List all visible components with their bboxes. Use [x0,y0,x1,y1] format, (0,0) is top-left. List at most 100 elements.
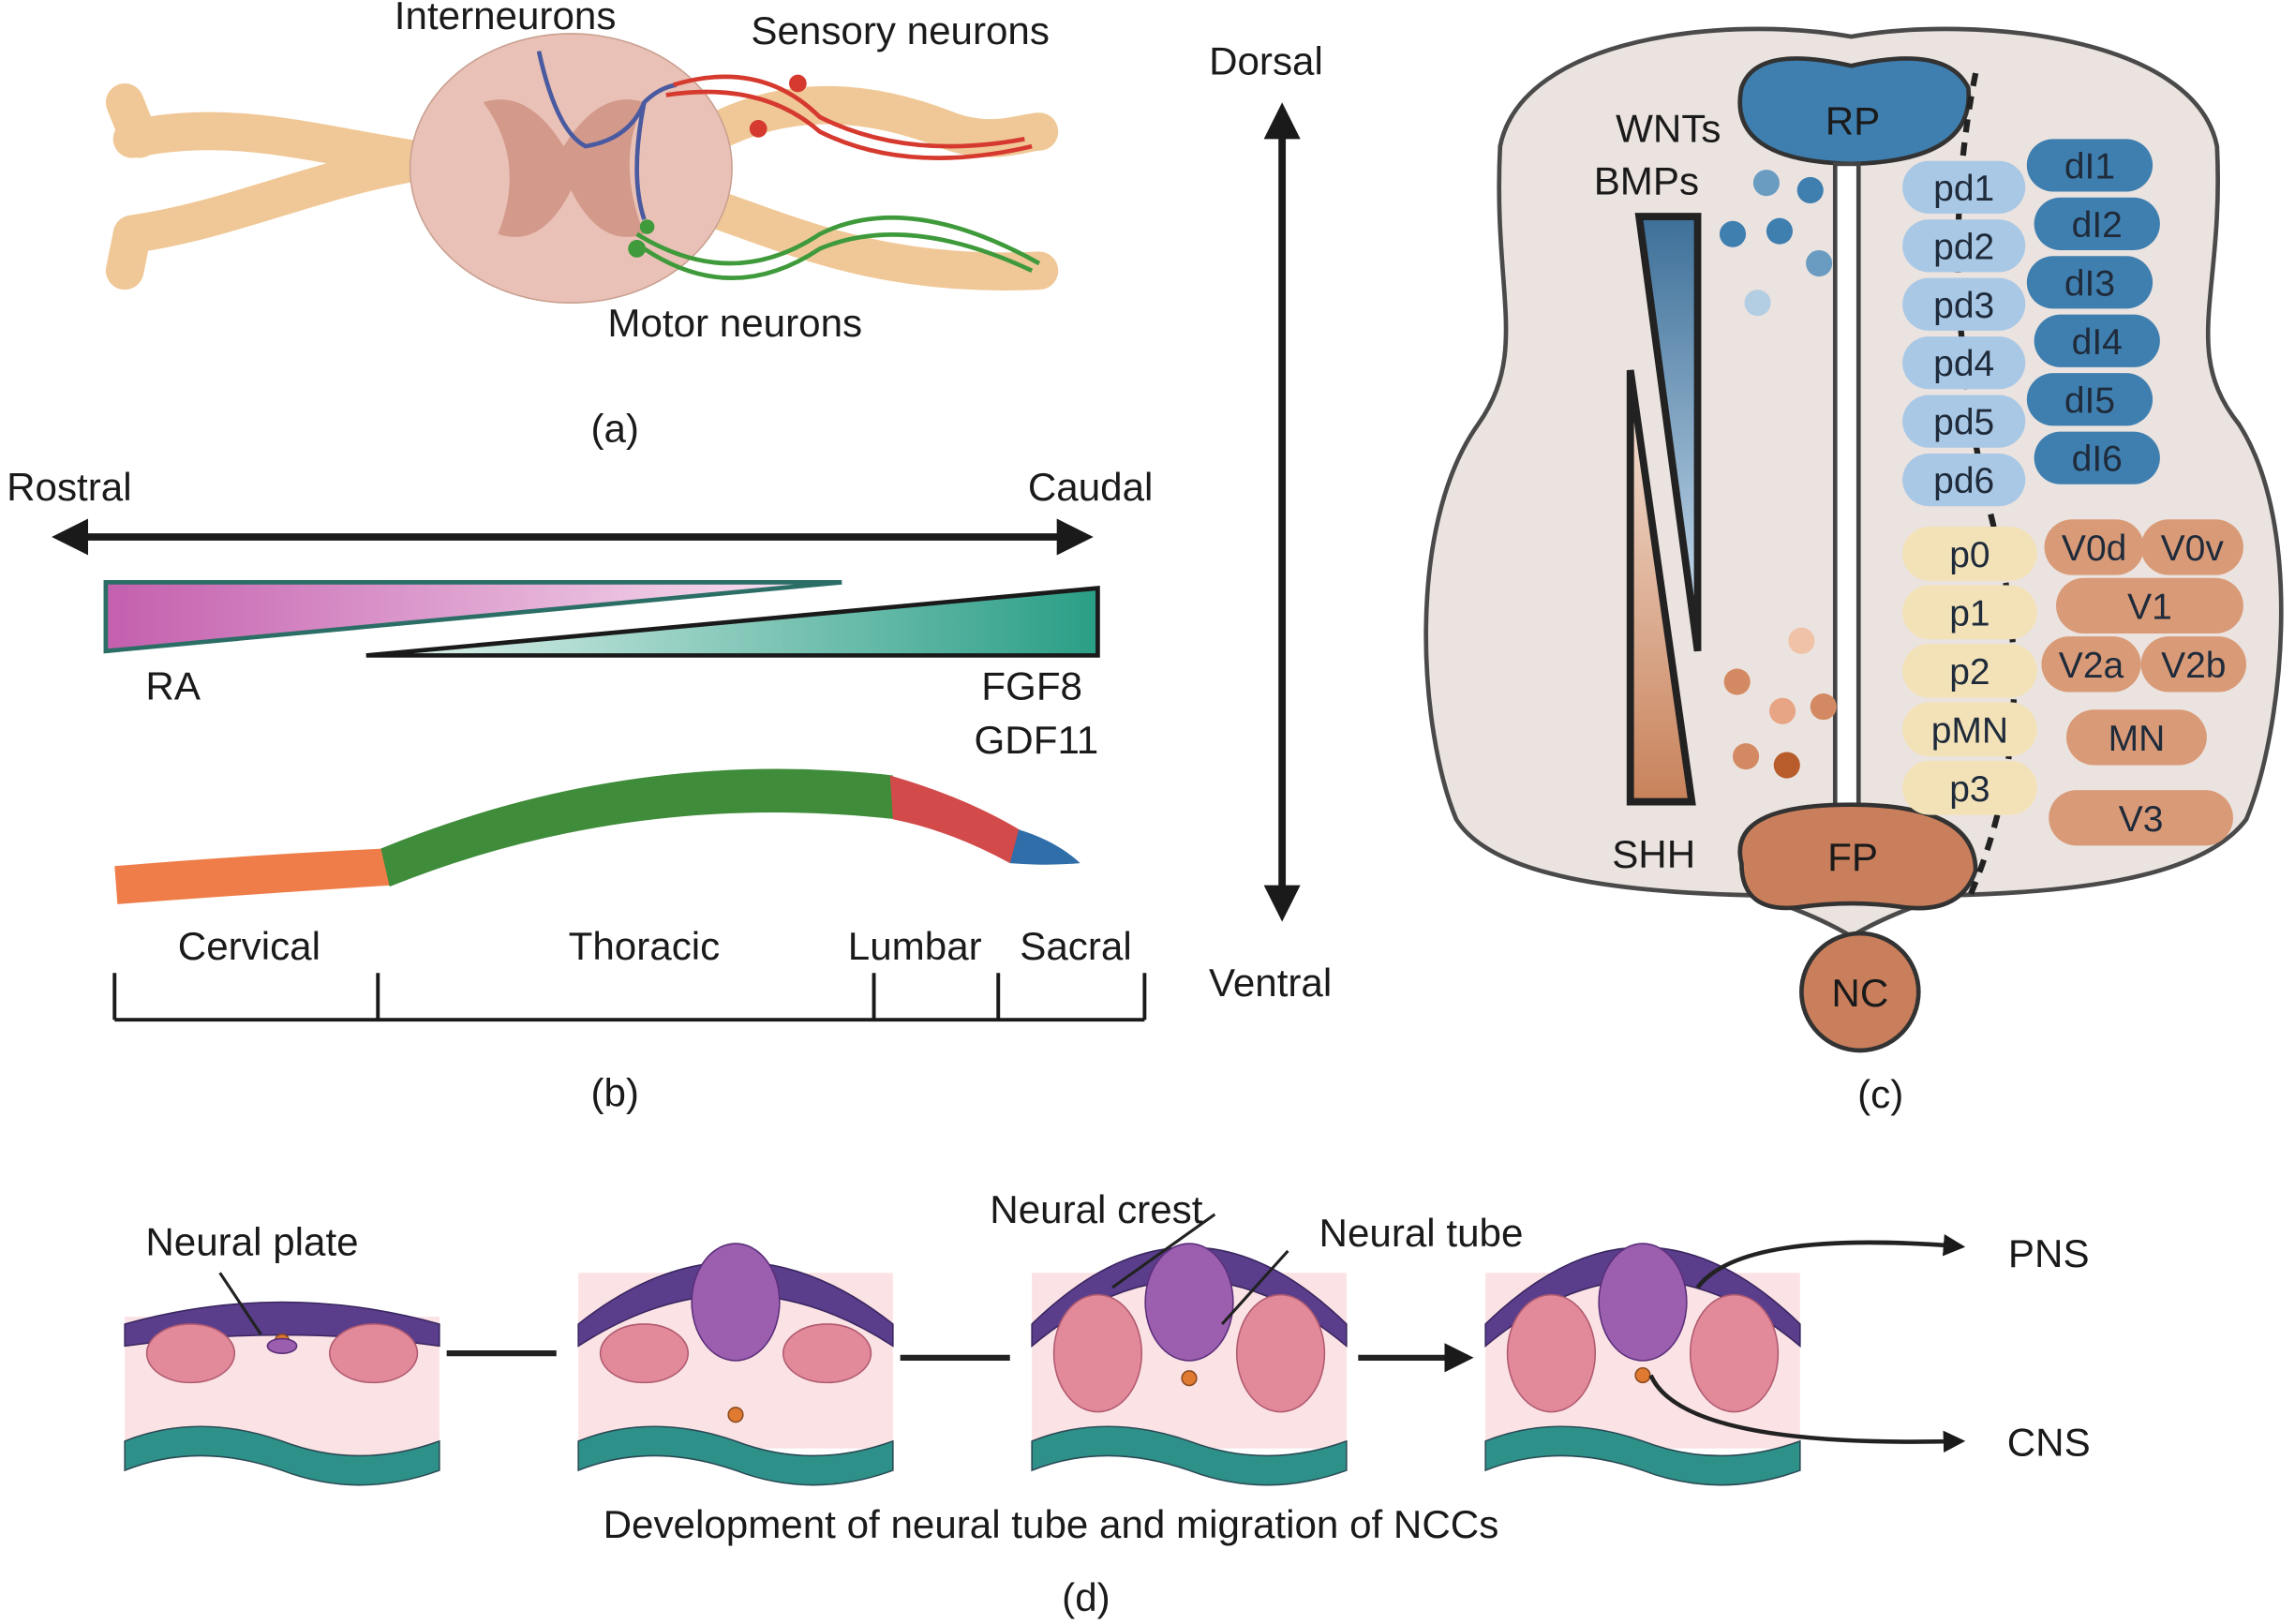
label-sensory-neurons: Sensory neurons [751,8,1050,52]
progenitor-pd4-box [1902,336,2026,390]
notochord-stage-4 [1634,1366,1651,1384]
ectoderm-stage-2 [577,1260,894,1348]
panel-d: Neural plate Neural crest Neural tube PN… [124,1187,2091,1619]
sacral-segment [1009,829,1080,865]
endoderm-stage-2 [577,1425,894,1486]
progenitor-p1-label: p1 [1949,593,1989,633]
label-nc: NC [1831,971,1888,1015]
progenitor-p2-box [1902,643,2037,698]
pns-arrow [1695,1234,1966,1289]
sensory-neuron-path [665,74,1033,160]
neuron-V0v-label: V0v [2161,529,2225,569]
progenitor-pd5-label: pd5 [1933,403,1994,443]
grey-matter [483,99,645,237]
neuron-V2a-box [2041,636,2141,693]
shh-gradient [1626,369,1696,806]
notochord-stage-2 [727,1407,744,1423]
panel-a: Interneurons Sensory neurons Motor neuro… [105,0,1059,451]
somite-right-stage-2 [782,1323,872,1384]
progenitor-pd2-label: pd2 [1933,227,1994,267]
progenitor-pd5-box [1902,395,2026,448]
interneuron-path [536,51,678,220]
neuron-dI6-label: dI6 [2072,440,2123,480]
label-rostral: Rostral [7,465,131,509]
neuron-dI4-box [2034,314,2160,367]
neuron-V1-label: V1 [2127,587,2172,627]
endoderm-stage-3 [1031,1425,1348,1486]
progenitor-pd6-box [1902,453,2026,507]
signal-dots [1719,170,1837,779]
cervical-segment [114,848,393,904]
label-neural-plate: Neural plate [145,1220,358,1264]
neuron-dI1-label: dI1 [2064,146,2115,186]
label-ra: RA [145,663,201,708]
label-lumbar: Lumbar [848,924,982,968]
label-rp: RP [1826,99,1881,143]
caption-b: (b) [590,1070,639,1114]
central-canal [1832,161,1861,811]
label-shh: SHH [1612,832,1695,876]
label-caudal: Caudal [1028,465,1154,509]
panel-c: RP FP NC WNTs BMPs SHH pd1pd2pd3pd4pd5pd… [1423,26,2284,1116]
neuron-dI2-box [2034,197,2160,250]
floor-plate [1737,802,1978,911]
label-thoracic: Thoracic [569,924,721,968]
label-sacral: Sacral [1020,924,1131,968]
stage-arrows [446,1353,1468,1358]
domain-boxes: pd1pd2pd3pd4pd5pd6dI1dI2dI3dI4dI5dI6p0p1… [1902,139,2247,846]
neuron-dI2-label: dI2 [2072,205,2123,246]
progenitor-pd2-box [1902,219,2026,273]
neuron-MN-label: MN [2109,719,2166,759]
label-gdf11: GDF11 [974,718,1098,762]
neural-tube-stage-3 [1144,1243,1234,1362]
progenitor-pd4-label: pd4 [1933,344,1994,384]
ra-gradient [103,580,842,654]
somite-left-stage-4 [1506,1293,1597,1413]
neuron-V0d-label: V0d [2062,529,2126,569]
label-fp: FP [1827,835,1878,879]
caption-d: (d) [1062,1575,1110,1619]
cns-arrow [1648,1374,1966,1453]
somite-left-stage-3 [1052,1293,1143,1413]
neuron-dI5-label: dI5 [2064,380,2115,421]
neural-tube-stage-4 [1598,1243,1688,1362]
label-wnts: WNTs [1616,106,1721,150]
neuron-MN-box [2065,709,2207,766]
label-neural-tube: Neural tube [1319,1211,1524,1255]
somite-left-stage-2 [599,1323,690,1384]
notochord-stage-3 [1181,1370,1198,1387]
neuron-V1-box [2056,577,2243,634]
label-neural-crest: Neural crest [990,1187,1202,1231]
label-fgf8: FGF8 [981,663,1082,708]
neuron-V3-label: V3 [2119,799,2164,840]
label-dorsal: Dorsal [1209,39,1323,83]
somite-right-stage-1 [328,1323,419,1384]
label-interneurons: Interneurons [395,0,617,37]
neuron-V2b-label: V2b [2161,646,2226,686]
neural-tube-stage-1 [266,1337,298,1354]
ectoderm-stage-4 [1484,1246,1801,1348]
somite-right-stage-4 [1689,1293,1780,1413]
fgf8-gdf11-gradient [365,586,1100,658]
lumbar-segment [889,775,1022,864]
caption-a: (a) [590,407,639,451]
dorsal-ventral-axis: Dorsal Ventral [1209,39,1332,1006]
neuron-dI1-box [2026,139,2153,192]
endoderm-stage-1 [124,1425,440,1486]
panel-b: Rostral Caudal RA FGF8 GDF11 Cervical Th… [7,465,1153,1114]
label-pns: PNS [2008,1231,2090,1275]
label-ventral: Ventral [1209,961,1332,1005]
thoracic-segment [380,768,896,887]
neuron-V0v-box [2140,519,2243,575]
progenitor-pd3-box [1902,277,2026,331]
motor-neuron-path [635,215,1041,280]
neuron-dI5-box [2026,373,2153,426]
wnt-bmp-gradient [1634,213,1702,652]
panel-d-title: Development of neural tube and migration… [604,1502,1499,1546]
progenitor-p3-box [1902,760,2037,815]
progenitor-pd1-label: pd1 [1933,169,1994,209]
somite-right-stage-3 [1235,1293,1326,1413]
label-bmps: BMPs [1594,159,1699,203]
progenitor-p0-box [1902,527,2037,581]
